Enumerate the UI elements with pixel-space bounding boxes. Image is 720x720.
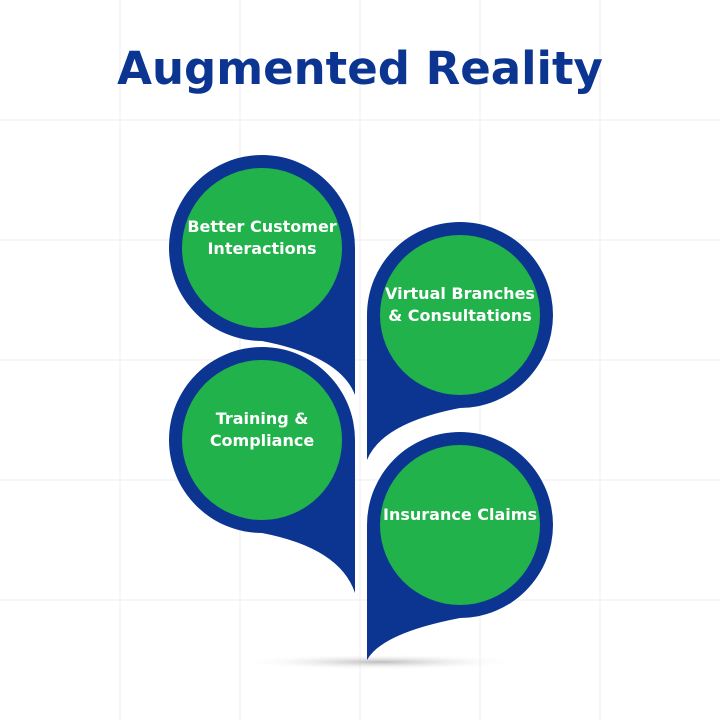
pin-circle — [182, 360, 342, 520]
shadow — [240, 654, 520, 670]
pin-label: Insurance Claims — [383, 505, 537, 524]
pin-circle — [182, 168, 342, 328]
pin-circle — [380, 445, 540, 605]
pin-label: Training & Compliance — [209, 409, 315, 450]
pin-label: Better Customer Interactions — [187, 217, 337, 258]
page-title: Augmented Reality — [117, 42, 603, 95]
pin-label: Virtual Branches & Consultations — [385, 284, 535, 325]
pin-circle — [380, 235, 540, 395]
